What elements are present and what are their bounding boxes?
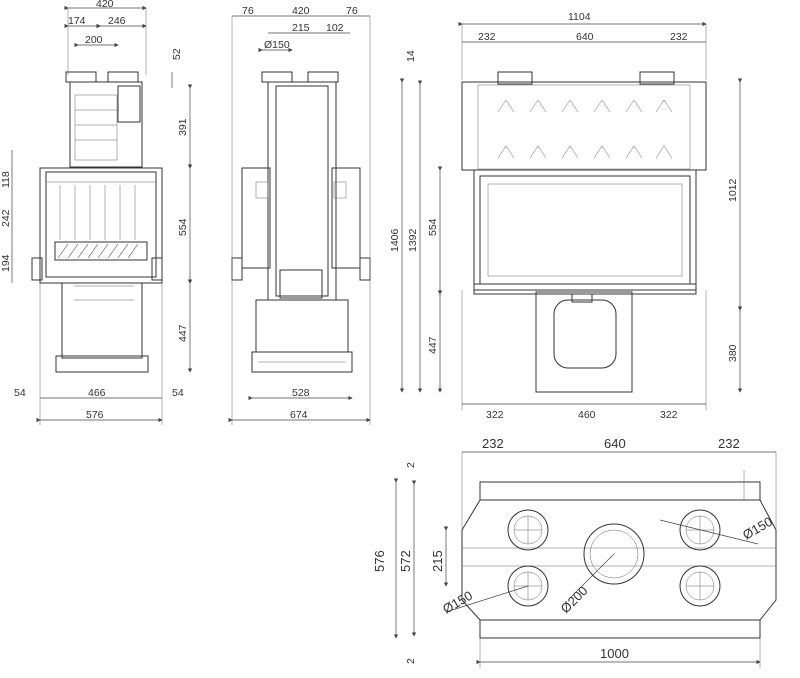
- dim-460: 460: [578, 409, 596, 421]
- plan-dim-576: 576: [372, 550, 387, 572]
- plan-dim-2-top: 2: [405, 462, 417, 468]
- front-view-wide: 1104 232 640 232 14 1406 1392 554 447 10…: [389, 11, 743, 421]
- dim-76-right: 76: [346, 5, 358, 17]
- dim-215: 215: [292, 22, 310, 34]
- plan-dim-232-right: 232: [718, 436, 740, 451]
- dim-174: 174: [68, 15, 86, 27]
- dim-447-wide: 447: [427, 336, 439, 354]
- dim-52: 52: [171, 48, 183, 60]
- dim-420: 420: [96, 0, 114, 10]
- plan-label-d150-left: Ø150: [440, 588, 475, 617]
- plan-dim-572: 572: [398, 550, 413, 572]
- dim-232-left: 232: [478, 31, 496, 43]
- dim-322-right: 322: [660, 409, 678, 421]
- dim-554: 554: [177, 218, 189, 236]
- dim-1104: 1104: [568, 11, 591, 23]
- dim-640: 640: [576, 31, 594, 43]
- dim-102: 102: [326, 22, 344, 34]
- dim-322-left: 322: [486, 409, 504, 421]
- dim-420-side: 420: [292, 5, 310, 17]
- front-view-narrow: 420 174 246 200 52 391 554 447 118 242 1…: [0, 0, 193, 425]
- plan-label-d150-right: Ø150: [740, 514, 775, 543]
- dim-242: 242: [0, 209, 12, 227]
- dim-14: 14: [405, 50, 417, 62]
- plan-dim-1000: 1000: [600, 646, 629, 661]
- dim-380: 380: [727, 344, 739, 362]
- dim-d150-side: Ø150: [264, 39, 290, 51]
- dim-54-left: 54: [14, 387, 26, 399]
- dim-1406: 1406: [389, 228, 401, 252]
- dim-76-left: 76: [242, 5, 254, 17]
- dim-118: 118: [0, 171, 12, 188]
- dim-54-right: 54: [172, 387, 184, 399]
- dim-554-wide: 554: [427, 218, 439, 236]
- plan-dim-215: 215: [430, 550, 445, 572]
- plan-dim-2-bottom: 2: [405, 658, 417, 664]
- dim-194: 194: [0, 254, 12, 272]
- dim-391: 391: [177, 118, 189, 136]
- dim-232-right: 232: [670, 31, 688, 43]
- plan-dim-640: 640: [604, 436, 626, 451]
- dim-674: 674: [290, 409, 308, 421]
- dim-200: 200: [85, 34, 103, 46]
- dim-576: 576: [86, 409, 104, 421]
- dim-1392: 1392: [407, 228, 419, 252]
- dim-246: 246: [108, 15, 126, 27]
- dim-1012: 1012: [727, 178, 739, 202]
- dim-528: 528: [292, 387, 310, 399]
- dim-466: 466: [88, 387, 106, 399]
- dim-447: 447: [177, 324, 189, 342]
- plan-label-d200: Ø200: [558, 583, 591, 616]
- plan-dim-232-left: 232: [482, 436, 504, 451]
- side-view: 76 420 76 215 102 Ø150 528 674: [228, 5, 371, 425]
- plan-view: 232 640 232 2 576 572 215 2 Ø150 Ø200 Ø1…: [372, 436, 777, 668]
